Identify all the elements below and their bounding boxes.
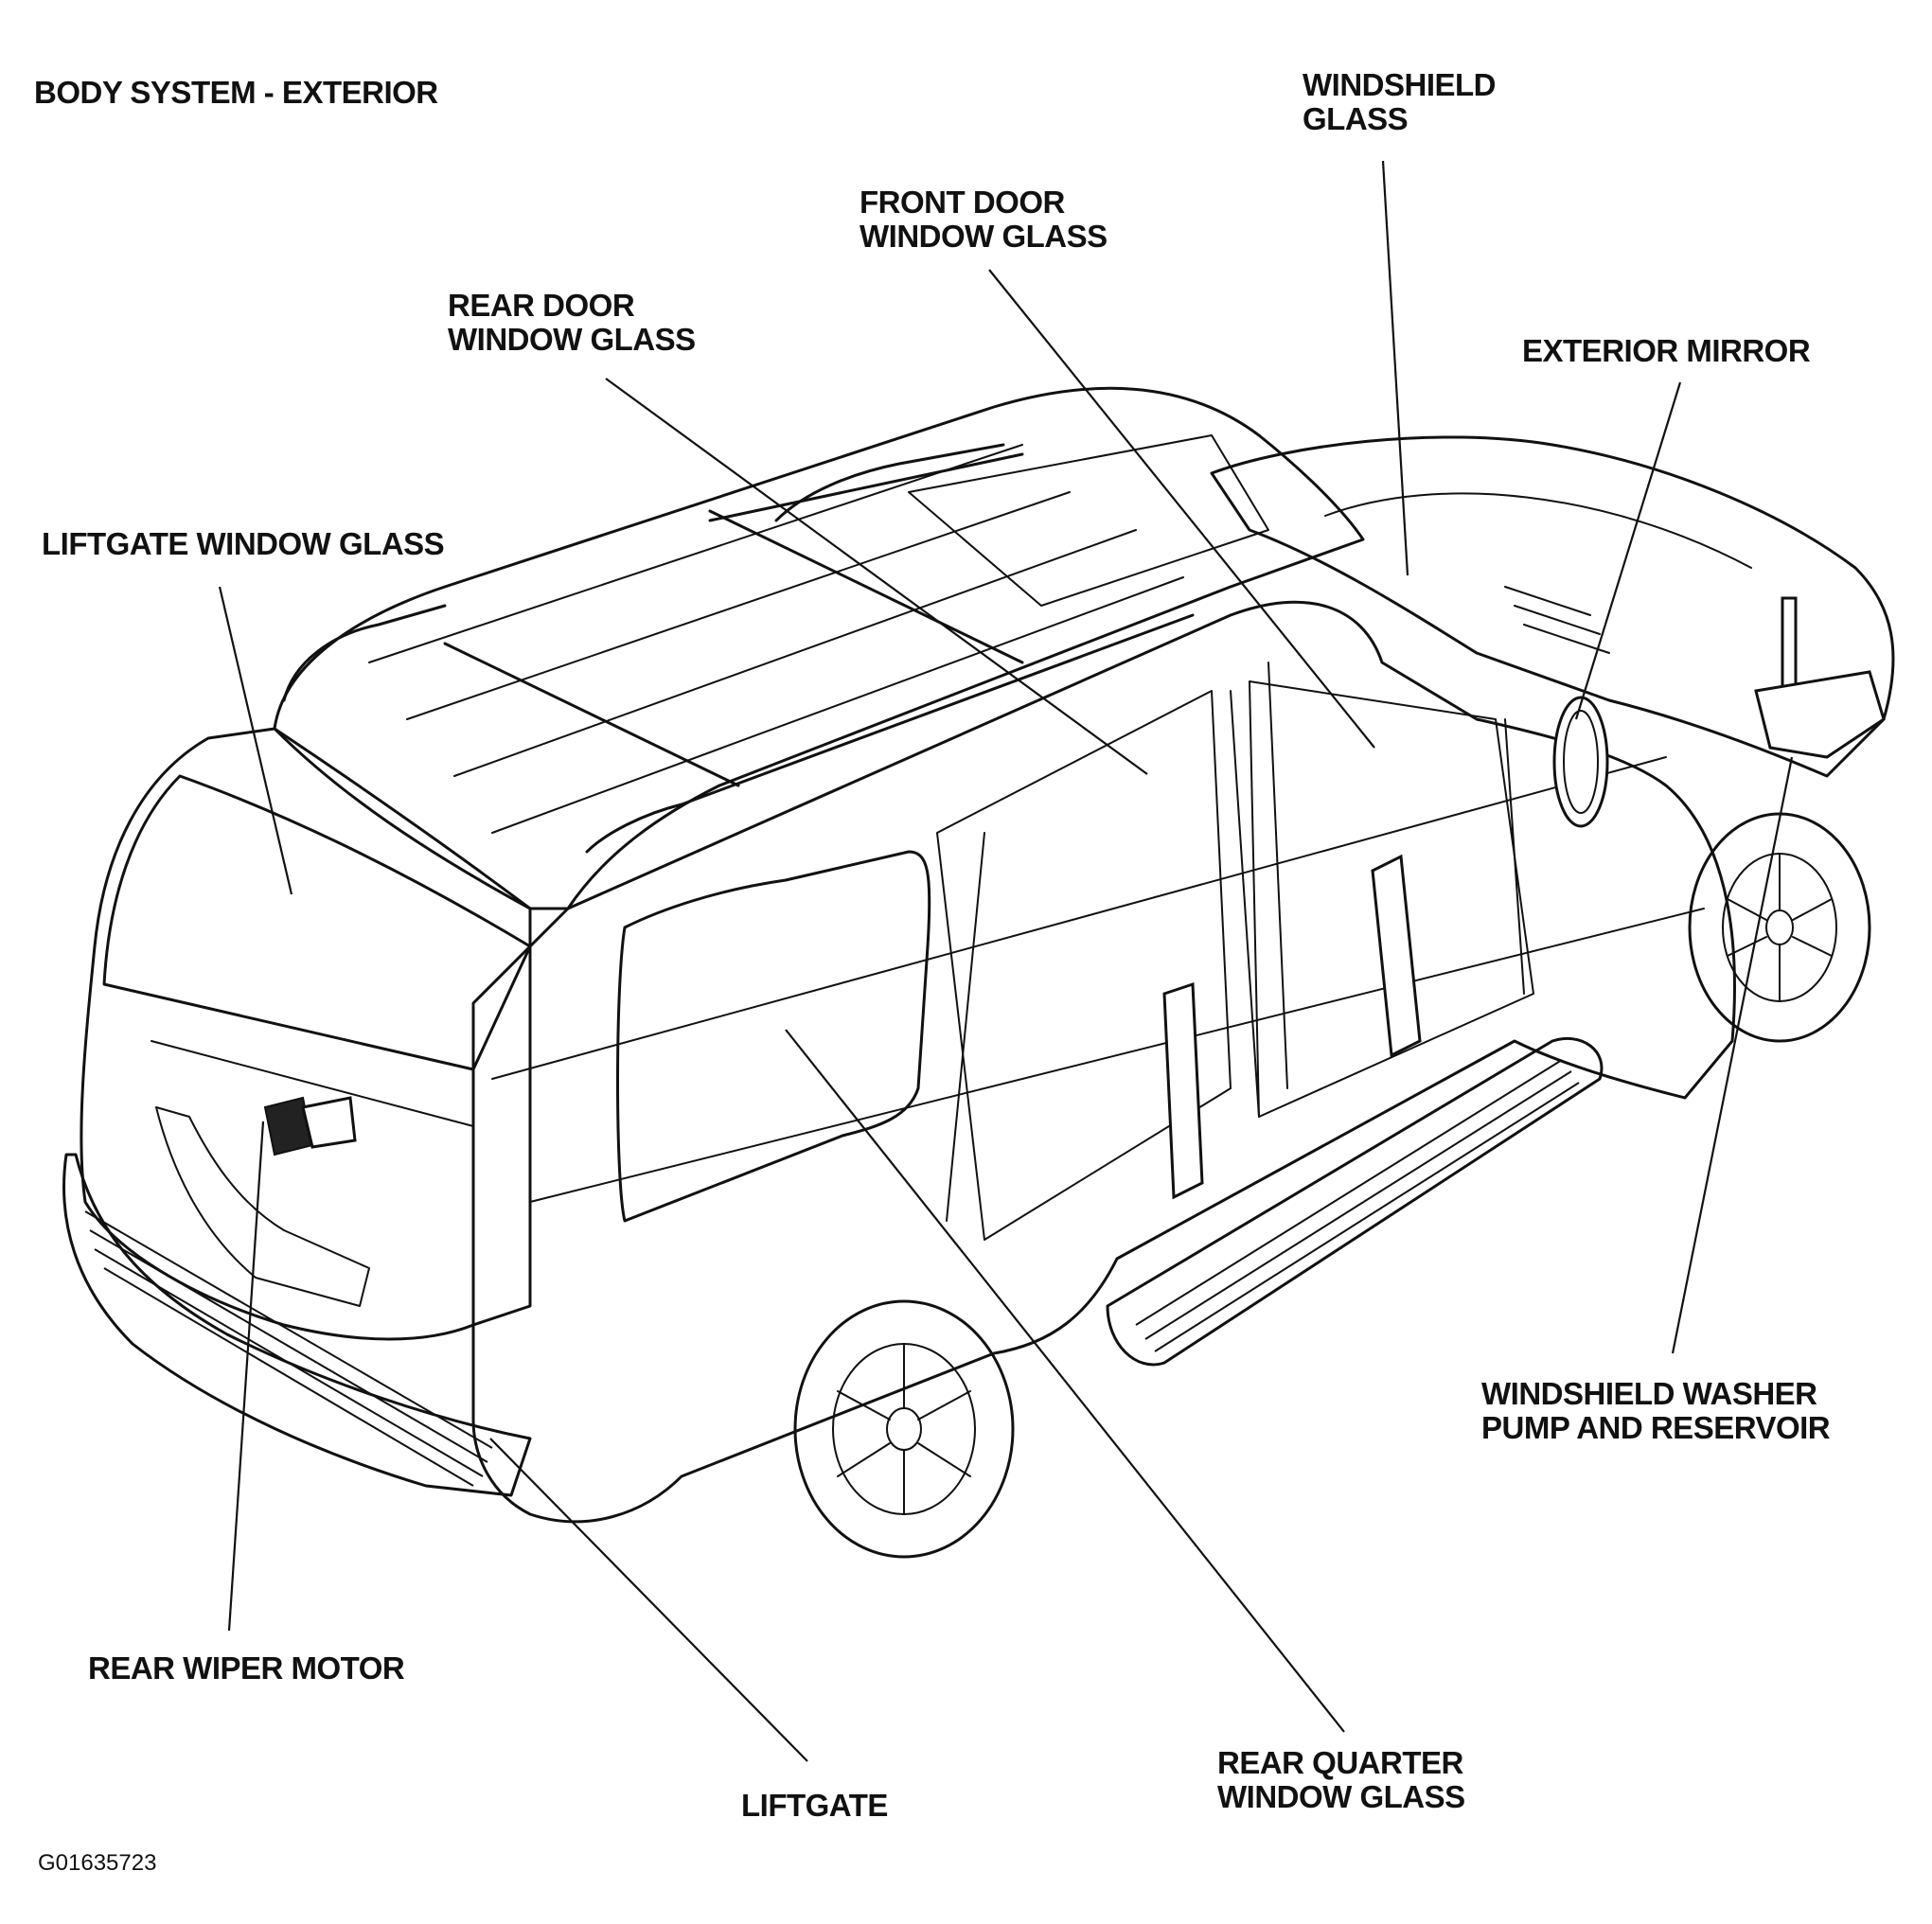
washer-reservoir	[1754, 596, 1886, 759]
leader-rear-door-window-glass	[605, 378, 1148, 775]
rear-wiper-motor-part	[263, 1096, 357, 1156]
leader-exterior-mirror	[1574, 381, 1682, 720]
leader-rear-quarter-window-glass	[785, 1029, 1345, 1733]
front-wheel	[1688, 812, 1871, 1043]
roof	[273, 386, 1365, 910]
leader-front-door-window-glass	[988, 269, 1375, 749]
label-rear-quarter-window-glass: REAR QUARTER WINDOW GLASS	[1217, 1745, 1465, 1814]
running-board	[1106, 1036, 1604, 1367]
label-liftgate-window-glass: LIFTGATE WINDOW GLASS	[42, 526, 445, 561]
label-liftgate: LIFTGATE	[741, 1788, 888, 1823]
body-side	[471, 600, 1736, 1524]
rear-bumper	[62, 1153, 532, 1497]
label-windshield-glass: WINDSHIELD GLASS	[1303, 67, 1497, 136]
leader-rear-wiper-motor	[227, 1121, 265, 1632]
leader-windshield-glass	[1381, 160, 1409, 576]
figure-id: G01635723	[38, 1850, 157, 1876]
leader-lines	[218, 160, 1794, 1762]
leader-windshield-washer	[1671, 756, 1794, 1354]
rear-quarter-window	[616, 850, 931, 1223]
diagram-title: BODY SYSTEM - EXTERIOR	[34, 75, 438, 110]
leader-liftgate	[489, 1438, 808, 1762]
leader-liftgate-window-glass	[218, 586, 293, 895]
roof-rails	[282, 443, 1195, 854]
label-rear-wiper-motor: REAR WIPER MOTOR	[88, 1650, 405, 1686]
window-regulators	[1162, 854, 1422, 1200]
label-exterior-mirror: EXTERIOR MIRROR	[1522, 333, 1811, 368]
label-front-door-window-glass: FRONT DOOR WINDOW GLASS	[860, 185, 1108, 254]
label-windshield-washer: WINDSHIELD WASHER PUMP AND RESERVOIR	[1481, 1376, 1831, 1445]
label-rear-door-window-glass: REAR DOOR WINDOW GLASS	[448, 288, 696, 357]
exterior-mirror	[1552, 696, 1609, 828]
hood	[1210, 435, 1895, 778]
rear-wheel	[793, 1299, 1015, 1559]
